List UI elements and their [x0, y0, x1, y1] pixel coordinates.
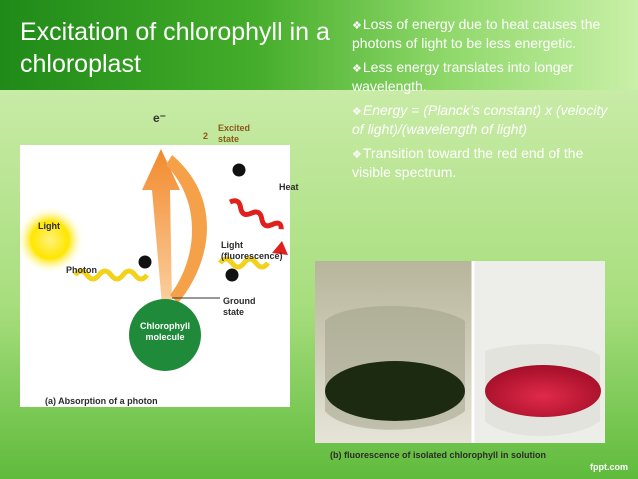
figure-b-caption: (b) fluorescence of isolated chlorophyll…: [330, 450, 547, 460]
excitation-arrow: [142, 149, 180, 305]
fppt-credit: fppt.com: [590, 462, 628, 472]
heat-label: Heat: [279, 182, 299, 192]
relaxation-arrow: [166, 155, 207, 303]
number-label: 2: [203, 131, 209, 141]
fluorescence-yellow-wave: [218, 256, 270, 270]
bullet-list: ❖Loss of energy due to heat causes the p…: [352, 16, 622, 188]
dark-solution: [325, 361, 465, 421]
heat-arrow-head: [272, 241, 288, 255]
diamond-bullet-icon: ❖: [352, 149, 362, 161]
diamond-bullet-icon: ❖: [352, 20, 362, 32]
diagram-graphics: [20, 149, 288, 371]
bullet-item: ❖Transition toward the red end of the vi…: [352, 145, 584, 180]
light-source-glow: [20, 206, 84, 274]
molecule-label: Chlorophyll molecule: [140, 321, 190, 342]
electron-dot: [225, 268, 239, 282]
photon-wave: [73, 268, 149, 282]
photo-graphics: [315, 261, 605, 443]
header-background: [0, 0, 638, 90]
ground-state-label: Ground state: [223, 296, 256, 317]
heat-wave: [228, 198, 284, 230]
photon-label: Photon: [66, 265, 97, 275]
electron-dot: [138, 255, 152, 269]
light-label: Light: [38, 221, 60, 231]
fluorescence-photo: [315, 261, 605, 443]
chlorophyll-molecule: [129, 299, 201, 371]
diamond-bullet-icon: ❖: [352, 106, 362, 118]
red-solution: [485, 365, 601, 417]
bullet-item: ❖Loss of energy due to heat causes the p…: [352, 16, 601, 51]
diamond-bullet-icon: ❖: [352, 63, 362, 75]
bullet-item: ❖Less energy translates into longer wave…: [352, 59, 573, 94]
electron-dot: [232, 163, 246, 177]
figure-a-caption: (a) Absorption of a photon: [45, 396, 158, 406]
fluorescence-label: Light (fluorescence): [221, 240, 283, 261]
excited-state-label: Excited state: [218, 123, 251, 144]
photon-absorption-diagram: Excited state Heat Light Photon Light (f…: [20, 123, 299, 407]
slide-title: Excitation of chlorophyll in a chloropla…: [20, 18, 330, 78]
electron-label: e⁻: [153, 111, 167, 125]
bullet-item: ❖Energy = (Planck’s constant) x (velocit…: [352, 102, 608, 137]
